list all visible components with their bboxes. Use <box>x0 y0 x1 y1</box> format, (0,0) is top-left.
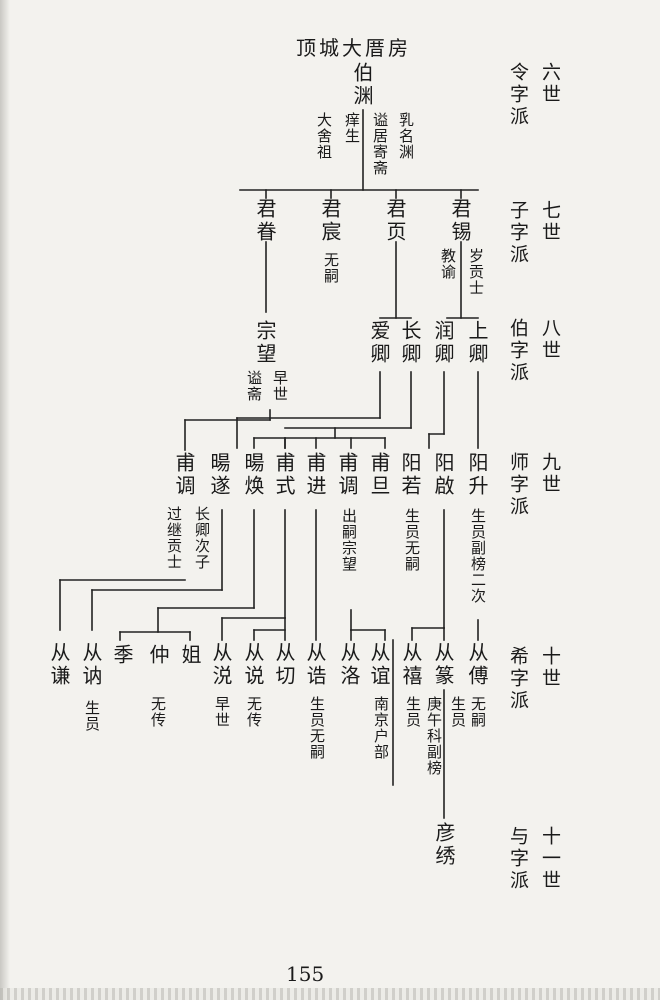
person-boyuan: 伯渊 <box>350 62 374 108</box>
person-junjuan: 君眷 <box>253 198 277 244</box>
note-zongwang-early: 早世 <box>271 370 289 402</box>
sect-label-8: 伯字派 <box>507 318 529 384</box>
note-congzhuan-bang: 庚午科副榜 <box>425 696 443 776</box>
person-conggao: 从诰 <box>303 642 327 688</box>
sect-label-9: 师字派 <box>507 452 529 518</box>
person-congji: 季 <box>110 644 134 667</box>
note-junchen: 无嗣 <box>322 252 340 284</box>
person-xisui: 暘遂 <box>207 452 231 498</box>
note-congxi: 生员 <box>404 696 422 728</box>
person-zongwang: 宗望 <box>253 320 277 366</box>
sect-label-11: 与字派 <box>507 826 529 892</box>
note-junxi-gongshi: 岁贡士 <box>467 248 485 296</box>
person-congzhong: 仲 <box>146 644 170 667</box>
note-conggao: 生员无嗣 <box>308 696 326 760</box>
person-yangqi: 阳啟 <box>431 452 455 498</box>
person-aiqing: 爱卿 <box>367 320 391 366</box>
note-congshuo: 无传 <box>245 696 263 728</box>
note-xisui: 长卿次子 <box>193 506 211 570</box>
person-yanxiu: 彦绣 <box>432 822 456 868</box>
person-congshuo: 从说 <box>241 642 265 688</box>
note-junxi-jiaoyu: 教谕 <box>439 248 457 280</box>
note-yangsheng: 生员副榜二次 <box>469 508 487 604</box>
person-fudiao1: 甫调 <box>172 452 196 498</box>
person-shangqing: 上卿 <box>465 320 489 366</box>
person-fushi: 甫式 <box>272 452 296 498</box>
note-congna: 生员 <box>83 700 101 732</box>
note-congzhuan-shengyuan: 生员 <box>449 696 467 728</box>
person-junxi: 君锡 <box>448 198 472 244</box>
sect-label-10: 希字派 <box>507 646 529 712</box>
person-fudan: 甫旦 <box>367 452 391 498</box>
person-fudiao2: 甫调 <box>335 452 359 498</box>
person-fujin: 甫进 <box>303 452 327 498</box>
sect-label-7: 子字派 <box>507 200 529 266</box>
note-congshuo2: 早世 <box>213 696 231 728</box>
gen-label-11: 十一世 <box>539 826 561 892</box>
gen-label-8: 八世 <box>539 318 561 362</box>
person-conggu: 姐 <box>178 644 202 667</box>
person-congfu: 从傅 <box>465 642 489 688</box>
person-congqie: 从切 <box>272 642 296 688</box>
person-congzhuan: 从篆 <box>431 642 455 688</box>
person-congna: 从讷 <box>79 642 103 688</box>
gen-label-10: 十世 <box>539 646 561 690</box>
gen-label-7: 七世 <box>539 200 561 244</box>
person-congshuo2: 从涚 <box>209 642 233 688</box>
note-zongwang-title: 谥斋 <box>245 370 263 402</box>
person-congluo: 从洛 <box>337 642 361 688</box>
page-number: 155 <box>286 962 325 986</box>
person-junchen: 君宸 <box>318 198 342 244</box>
person-congxi: 从禧 <box>399 642 423 688</box>
note-boyuan-ancestor: 大舍祖 <box>315 112 333 160</box>
note-congfu: 无嗣 <box>469 696 487 728</box>
sect-label-6: 令字派 <box>507 62 529 128</box>
note-congzhong: 无传 <box>149 696 167 728</box>
gen-label-9: 九世 <box>539 452 561 496</box>
note-congyi: 南京户部 <box>372 696 390 760</box>
person-congyi: 从谊 <box>367 642 391 688</box>
person-changqing: 长卿 <box>398 320 422 366</box>
gen-label-6: 六世 <box>539 62 561 106</box>
note-yangruo: 生员无嗣 <box>403 508 421 572</box>
person-yangruo: 阳若 <box>398 452 422 498</box>
note-boyuan-scholar: 痒生 <box>343 112 361 144</box>
note-fudiao1: 过继贡士 <box>165 506 183 570</box>
person-junye: 君页 <box>383 198 407 244</box>
note-boyuan-title: 谥居寄斋 <box>371 112 389 176</box>
person-yangsheng: 阳升 <box>465 452 489 498</box>
page-heading: 顶城大厝房 <box>296 36 411 60</box>
person-xihuan: 暘焕 <box>241 452 265 498</box>
note-fudiao2: 出嗣宗望 <box>340 508 358 572</box>
scan-edge <box>0 988 660 1000</box>
note-boyuan-childname: 乳名渊 <box>397 112 415 160</box>
person-runqing: 润卿 <box>431 320 455 366</box>
person-congqian: 从谦 <box>47 642 71 688</box>
